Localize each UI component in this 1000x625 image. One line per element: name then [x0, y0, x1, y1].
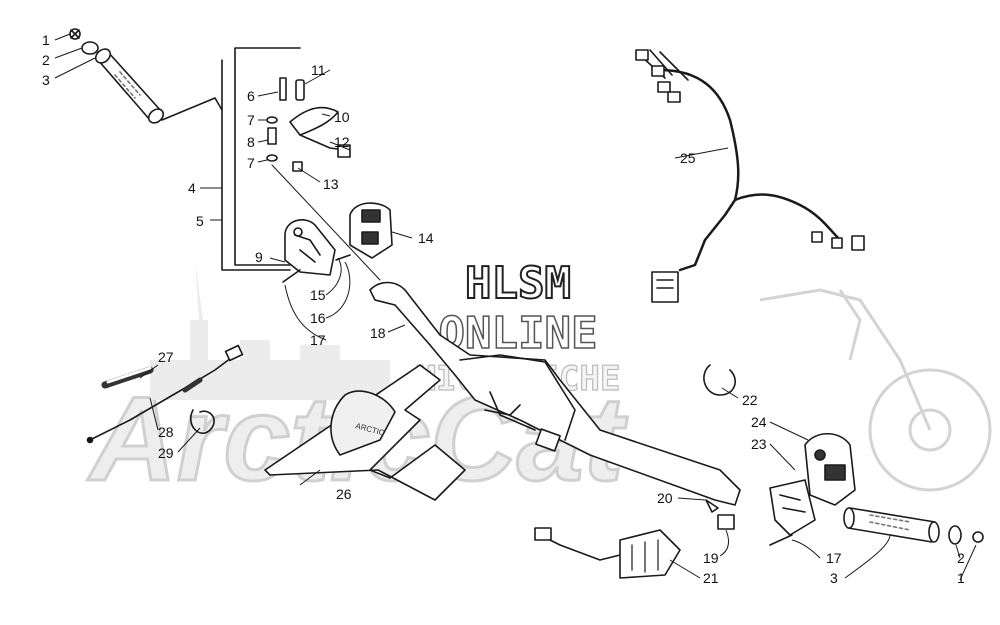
- connector-12: [337, 144, 351, 158]
- callout-28: 28: [158, 424, 174, 440]
- callout-17-right: 17: [826, 550, 842, 566]
- switch-housing-left: [349, 202, 393, 259]
- group-bracket: [161, 47, 301, 271]
- left-grip-assembly: [69, 28, 165, 124]
- callout-23: 23: [751, 436, 767, 452]
- clamp-22: [703, 364, 736, 396]
- callout-1-right: 1: [957, 570, 965, 586]
- callout-29: 29: [158, 445, 174, 461]
- callout-16: 16: [310, 310, 326, 326]
- callout-2-left: 2: [42, 52, 50, 68]
- handlebar-pad: ARCTIC: [264, 364, 466, 501]
- clip-29: [190, 409, 215, 434]
- callout-4: 4: [188, 180, 196, 196]
- callout-20: 20: [657, 490, 673, 506]
- screw-17: [282, 269, 301, 283]
- end-screw-right: [972, 531, 984, 543]
- cable-spring-27: [101, 366, 154, 389]
- callout-21: 21: [703, 570, 719, 586]
- callout-labels: 1 2 3 4 5 6 7 8 7 9 10 11 12 13 14 15 16…: [42, 32, 965, 586]
- washer-left: [81, 41, 99, 55]
- watermark-wheel: [868, 368, 992, 492]
- callout-2-right: 2: [957, 550, 965, 566]
- grip-right: [843, 507, 984, 545]
- watermark-hlsm: HLSM: [465, 258, 571, 309]
- washer-7a: [266, 116, 278, 124]
- callout-7-upper: 7: [247, 112, 255, 128]
- watermark-fork: [838, 289, 862, 361]
- callout-3-right: 3: [830, 570, 838, 586]
- bolt-11: [295, 79, 305, 101]
- connector-20: [705, 499, 719, 513]
- callout-7-lower: 7: [247, 155, 255, 171]
- callout-12: 12: [334, 134, 350, 150]
- throttle-lever: [289, 106, 339, 136]
- grip-left: [94, 48, 165, 124]
- callout-8: 8: [247, 134, 255, 150]
- callout-1-left: 1: [42, 32, 50, 48]
- spring-15: [335, 254, 351, 261]
- switch-housing-right: [769, 432, 856, 546]
- throttle-housing: [282, 219, 351, 283]
- callout-5: 5: [196, 213, 204, 229]
- end-screw-left: [69, 28, 81, 40]
- pin-6: [279, 77, 287, 101]
- callout-18: 18: [370, 325, 386, 341]
- leader-line-7: [271, 164, 381, 281]
- callout-15: 15: [310, 287, 326, 303]
- connector-19: [717, 514, 735, 530]
- callout-24: 24: [751, 414, 767, 430]
- callout-11: 11: [311, 62, 326, 78]
- throttle-lever-assembly: [266, 77, 381, 281]
- callout-27: 27: [158, 349, 174, 365]
- callout-26: 26: [336, 486, 352, 502]
- washer-right: [948, 525, 962, 545]
- leader-lines: [54, 33, 977, 581]
- wiring-harness: [635, 49, 865, 303]
- callout-9: 9: [255, 249, 263, 265]
- callout-19: 19: [703, 550, 719, 566]
- grip-heater: [534, 527, 681, 579]
- city-silhouette: [150, 260, 390, 400]
- harness-connector: [651, 271, 679, 303]
- watermark-frame: [759, 288, 932, 431]
- callout-17-left: 17: [310, 332, 326, 348]
- watermark-hub: [908, 408, 952, 452]
- watermark-online: ONLINE: [439, 308, 598, 359]
- handlebar: [369, 281, 741, 506]
- callout-25: 25: [680, 150, 696, 166]
- throttle-cable: [86, 344, 244, 444]
- callout-3-left: 3: [42, 72, 50, 88]
- callout-13: 13: [323, 176, 339, 192]
- callout-22: 22: [742, 392, 758, 408]
- callout-6: 6: [247, 88, 255, 104]
- callout-14: 14: [418, 230, 434, 246]
- nut-13: [292, 161, 303, 172]
- bushing-8: [267, 127, 277, 145]
- washer-7b: [266, 154, 278, 162]
- screw-17-right: [769, 534, 793, 546]
- callout-10: 10: [334, 109, 350, 125]
